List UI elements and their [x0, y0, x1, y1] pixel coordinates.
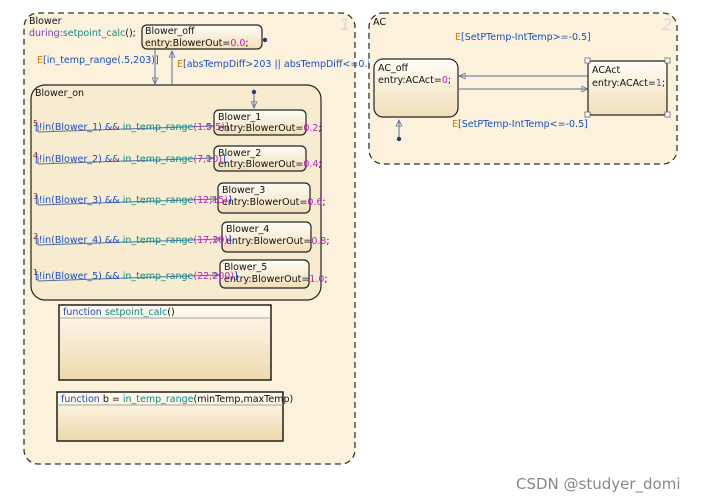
- ac-act-name: ACAct: [592, 65, 621, 76]
- transition-off-to-on[interactable]: E[in_temp_range(.5,203)]: [37, 50, 159, 84]
- state-name: Blower_2: [218, 148, 261, 159]
- state-name: Blower_5: [224, 262, 267, 273]
- transition-off-to-on-label: E[in_temp_range(.5,203)]: [37, 55, 159, 66]
- transition-label: [!in(Blower_5) && in_temp_range(22,200)]: [35, 271, 238, 282]
- ac-number: 2: [662, 15, 672, 34]
- transition-label: [!in(Blower_2) && in_temp_range(7,10)]: [35, 154, 226, 165]
- transition-priority: 3: [33, 192, 38, 201]
- transition-to-blower-4[interactable]: 2[!in(Blower_4) && in_temp_range(17,20)]: [33, 232, 232, 246]
- function-setpoint-calc-signature: function setpoint_calc(): [63, 307, 175, 318]
- blower-during: during:setpoint_calc();: [29, 28, 136, 39]
- transition-priority: 1: [33, 268, 38, 277]
- transition-priority: 2: [33, 232, 38, 241]
- state-ac-act[interactable]: ACAct entry:ACAct=1;: [584, 57, 671, 118]
- ac-transition-bottom[interactable]: E[SetPTemp-IntTemp<=-0.5]: [452, 89, 588, 130]
- transition-priority: 4: [33, 151, 38, 160]
- transition-to-blower-1[interactable]: 5[!in(Blower_1) && in_temp_range(1.5,5)]: [33, 119, 229, 133]
- watermark: CSDN @studyer_domi: [516, 475, 681, 494]
- blower-off-name: Blower_off: [145, 26, 195, 37]
- state-entry: entry:BlowerOut=1.0;: [224, 274, 328, 285]
- transition-label: [!in(Blower_3) && in_temp_range(12,15)]: [35, 195, 232, 206]
- function-in-temp-range-signature: function b = in_temp_range(minTemp,maxTe…: [61, 394, 293, 405]
- ac-transition-top[interactable]: E[SetPTemp-IntTemp>=-0.5]: [455, 32, 591, 76]
- function-in-temp-range[interactable]: function b = in_temp_range(minTemp,maxTe…: [56, 391, 293, 442]
- ac-transition-bottom-label: E[SetPTemp-IntTemp<=-0.5]: [452, 119, 588, 130]
- blower-on-default-transition[interactable]: [252, 89, 256, 108]
- ac-title: AC: [373, 17, 386, 28]
- blower-substates: Blower_1entry:BlowerOut=0.2;5[!in(Blower…: [33, 109, 330, 289]
- blower-number: 1: [340, 15, 350, 34]
- transition-on-to-off-label: E[absTempDiff>203 || absTempDiff<=0.5]: [177, 59, 377, 70]
- transition-to-blower-5[interactable]: 1[!in(Blower_5) && in_temp_range(22,200)…: [33, 268, 238, 282]
- transition-priority: 5: [33, 119, 38, 128]
- ac-off-entry: entry:ACAct=0;: [378, 75, 451, 86]
- state-name: Blower_3: [222, 185, 265, 196]
- ac-default-transition[interactable]: [397, 120, 401, 142]
- transition-to-blower-2[interactable]: 4[!in(Blower_2) && in_temp_range(7,10)]: [33, 151, 226, 165]
- ac-off-name: AC_off: [378, 63, 409, 74]
- state-entry: entry:BlowerOut=0.2;: [218, 123, 322, 134]
- state-entry: entry:BlowerOut=0.8;: [226, 236, 330, 247]
- state-ac-off[interactable]: AC_off entry:ACAct=0;: [373, 58, 459, 118]
- state-name: Blower_4: [226, 224, 269, 235]
- state-entry: entry:BlowerOut=0.6;: [222, 197, 326, 208]
- ac-act-entry: entry:ACAct=1;: [592, 78, 665, 89]
- blower-title: Blower: [29, 16, 62, 27]
- ac-transition-top-label: E[SetPTemp-IntTemp>=-0.5]: [455, 32, 591, 43]
- blower-on-title: Blower_on: [35, 88, 84, 99]
- transition-label: [!in(Blower_4) && in_temp_range(17,20)]: [35, 235, 232, 246]
- blower-default-transition[interactable]: [262, 37, 268, 43]
- transition-on-to-off[interactable]: E[absTempDiff>203 || absTempDiff<=0.5]: [172, 51, 377, 84]
- transition-to-blower-3[interactable]: 3[!in(Blower_3) && in_temp_range(12,15)]: [33, 192, 232, 206]
- state-entry: entry:BlowerOut=0.4;: [218, 159, 322, 170]
- state-blower-off[interactable]: Blower_off entry:BlowerOut=0.0;: [141, 24, 263, 50]
- state-name: Blower_1: [218, 112, 261, 123]
- blower-off-entry: entry:BlowerOut=0.0;: [145, 38, 249, 49]
- function-setpoint-calc[interactable]: function setpoint_calc(): [58, 304, 272, 381]
- transition-label: [!in(Blower_1) && in_temp_range(1.5,5)]: [35, 122, 229, 133]
